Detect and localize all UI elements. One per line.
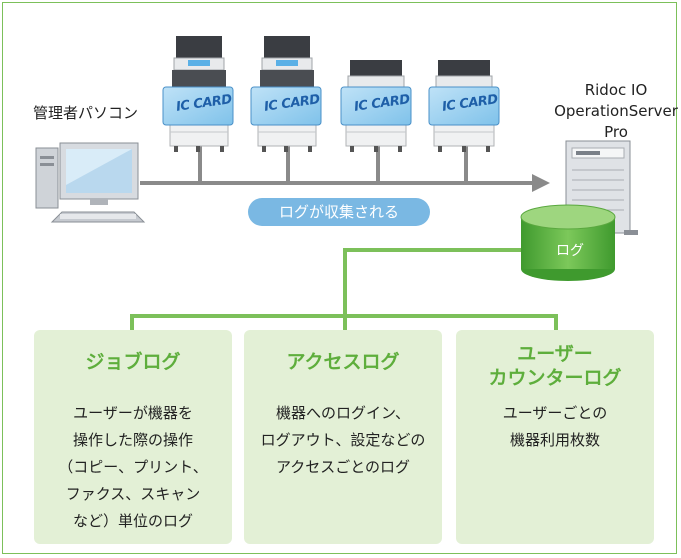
- pc-icon: [35, 142, 146, 223]
- card-title: アクセスログ: [244, 350, 442, 374]
- network-line: [140, 146, 550, 192]
- card-body-line: ログアウト、設定などの: [260, 431, 426, 449]
- card-title-line: アクセスログ: [286, 351, 400, 373]
- access-log-card: アクセスログ 機器へのログイン、 ログアウト、設定などの アクセスごとのログ: [244, 330, 442, 544]
- server-label-line: Pro: [604, 123, 628, 141]
- card-body-line: 機器へのログイン、: [275, 404, 411, 422]
- server-label-line: OperationServer: [554, 102, 678, 120]
- ic-card-1-icon: [162, 86, 234, 126]
- card-body: ユーザーが機器を 操作した際の操作 （コピー、プリント、 ファクス、スキャン な…: [34, 400, 232, 535]
- connector-tree: [130, 248, 558, 332]
- user-counter-log-card: ユーザー カウンターログ ユーザーごとの 機器利用枚数: [456, 330, 654, 544]
- ic-card-2-icon: [250, 86, 322, 126]
- ic-card-4-icon: [428, 86, 500, 126]
- card-body-line: ユーザーごとの: [502, 404, 608, 422]
- card-body-line: ファクス、スキャン: [65, 485, 201, 503]
- job-log-card: ジョブログ ユーザーが機器を 操作した際の操作 （コピー、プリント、 ファクス、…: [34, 330, 232, 544]
- card-body-line: 機器利用枚数: [509, 431, 600, 449]
- card-body: ユーザーごとの 機器利用枚数: [456, 400, 654, 454]
- card-body-line: ユーザーが機器を: [73, 404, 193, 422]
- card-body-line: アクセスごとのログ: [275, 458, 411, 476]
- server-label-line: Ridoc IO: [584, 81, 648, 99]
- card-title-line: ユーザー: [517, 343, 593, 365]
- pc-label: 管理者パソコン: [33, 104, 139, 122]
- card-title: ジョブログ: [34, 350, 232, 374]
- card-title-line: ジョブログ: [85, 351, 181, 373]
- ic-card-3-icon: [340, 86, 412, 126]
- card-body-line: など）単位のログ: [72, 512, 193, 530]
- card-title: ユーザー カウンターログ: [456, 342, 654, 390]
- log-database-icon: [520, 204, 616, 281]
- card-body-line: 操作した際の操作: [72, 431, 193, 449]
- card-body: 機器へのログイン、 ログアウト、設定などの アクセスごとのログ: [244, 400, 442, 481]
- server-label: Ridoc IO OperationServer Pro: [552, 80, 680, 143]
- card-body-line: （コピー、プリント、: [58, 458, 208, 476]
- arrow-head-icon: [532, 174, 550, 192]
- log-database-label: ログ: [556, 243, 584, 259]
- collect-label-pill: ログが収集される: [248, 198, 430, 226]
- card-title-line: カウンターログ: [488, 367, 622, 389]
